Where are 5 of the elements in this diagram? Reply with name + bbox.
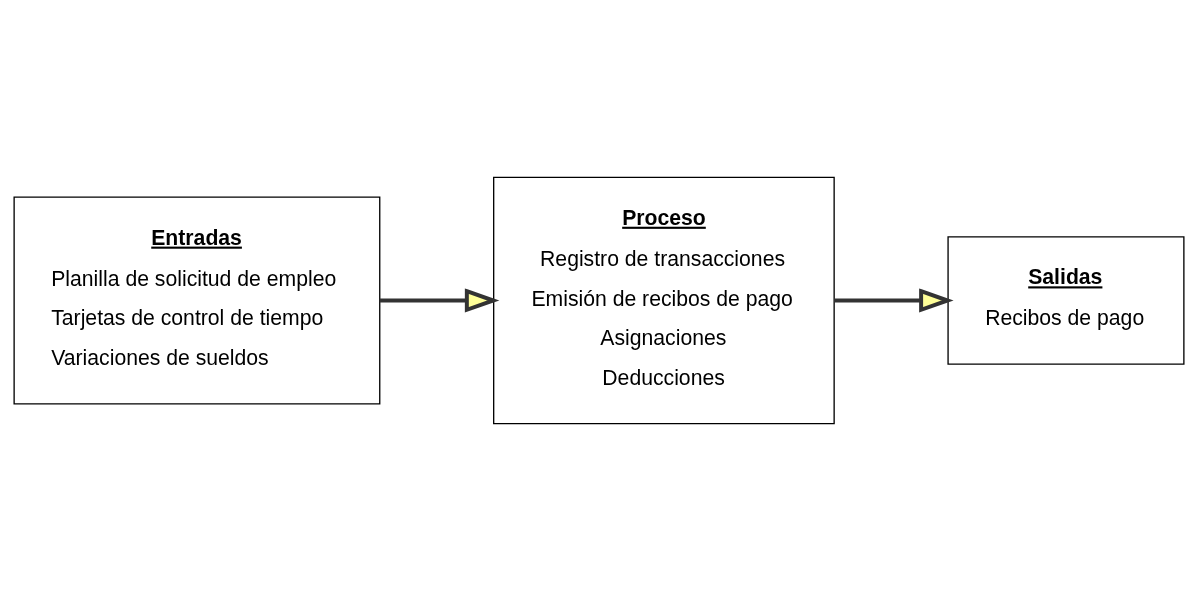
node-box: Entradas Planilla de solicitud de empleo Tarjetas de control de tiempo Variaciones de sueldos bbox=[13, 196, 381, 405]
node-box: Salidas Recibos de pago bbox=[947, 236, 1185, 365]
node-box: Proceso Registro de transacciones Emisión de recibos de pago Asignaciones Deducciones bbox=[493, 176, 835, 425]
arrow bbox=[834, 288, 954, 313]
arrow bbox=[379, 288, 500, 313]
